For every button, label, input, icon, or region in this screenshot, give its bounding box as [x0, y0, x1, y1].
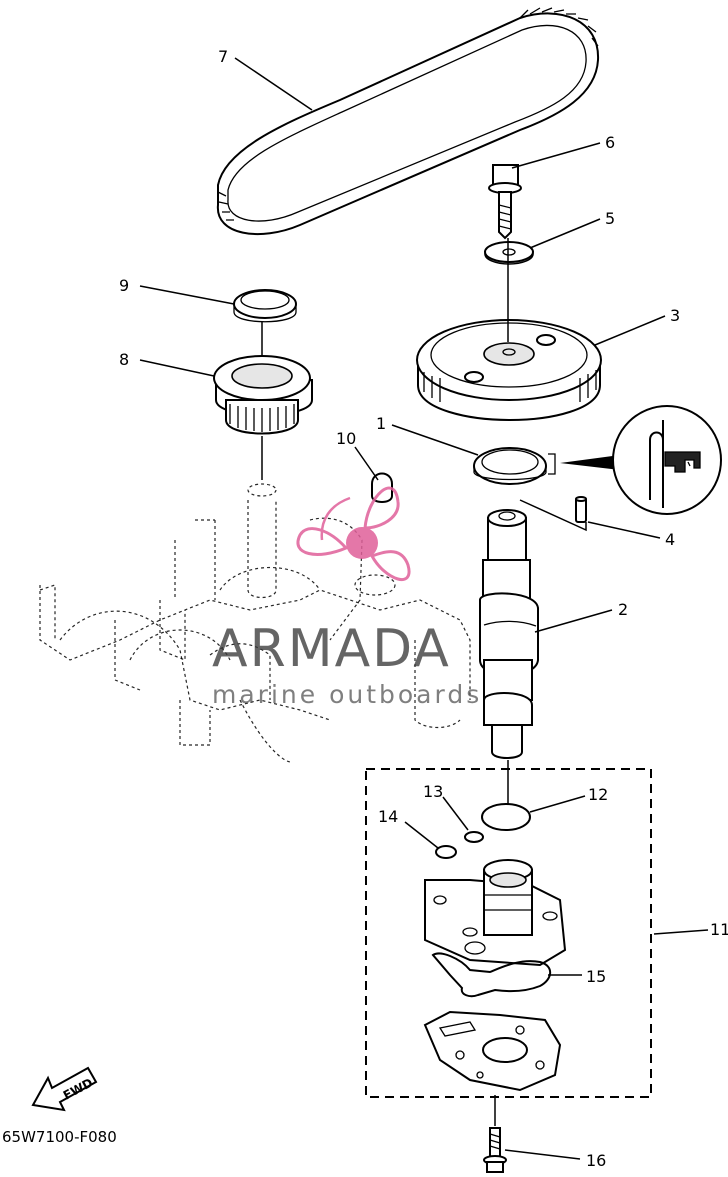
callout-13: 13 — [423, 782, 443, 801]
callout-2: 2 — [618, 600, 628, 619]
callout-14: 14 — [378, 807, 398, 826]
oil-pump-body[interactable] — [424, 859, 567, 967]
leader-lines — [139, 57, 709, 1160]
dowel-pin[interactable] — [575, 496, 587, 523]
callout-16: 16 — [586, 1151, 606, 1170]
callout-4: 4 — [665, 530, 675, 549]
callout-1: 1 — [376, 414, 386, 433]
callout-7: 7 — [218, 47, 228, 66]
callout-5: 5 — [605, 209, 615, 228]
o-ring[interactable] — [481, 803, 531, 831]
callout-9: 9 — [119, 276, 129, 295]
oil-seal[interactable] — [473, 447, 556, 485]
small-o-ring[interactable] — [464, 831, 484, 843]
watermark: ARMADA marine outboards — [212, 486, 482, 709]
callout-6: 6 — [605, 133, 615, 152]
washer[interactable] — [484, 241, 534, 265]
drive-gear[interactable] — [213, 355, 313, 435]
driven-pulley[interactable] — [416, 319, 602, 422]
flange-bolt[interactable] — [488, 164, 522, 240]
diagram-code: 65W7100-F080 — [2, 1128, 117, 1146]
pump-bolt[interactable] — [483, 1127, 507, 1173]
watermark-tagline: marine outboards — [212, 680, 482, 709]
timing-belt[interactable] — [216, 7, 600, 236]
callout-3: 3 — [670, 306, 680, 325]
watermark-brand: ARMADA — [212, 619, 451, 679]
callout-8: 8 — [119, 350, 129, 369]
callout-15: 15 — [586, 967, 606, 986]
propeller-logo-icon — [296, 486, 411, 582]
fwd-arrow: FWD — [31, 1066, 98, 1112]
callout-10: 10 — [336, 429, 356, 448]
assembly-axis-lines — [261, 238, 587, 1126]
callout-11: 11 — [710, 920, 728, 939]
callout-numbers: 7 6 5 3 1 4 2 9 8 10 11 12 13 14 15 16 — [119, 47, 728, 1170]
small-o-ring-2[interactable] — [435, 845, 457, 859]
callout-12: 12 — [588, 785, 608, 804]
upper-seal-ring[interactable] — [233, 289, 297, 323]
gasket[interactable] — [431, 952, 552, 998]
camshaft[interactable] — [479, 509, 540, 759]
seal-detail-inset — [560, 405, 722, 515]
pump-cover-plate[interactable] — [423, 1010, 562, 1092]
